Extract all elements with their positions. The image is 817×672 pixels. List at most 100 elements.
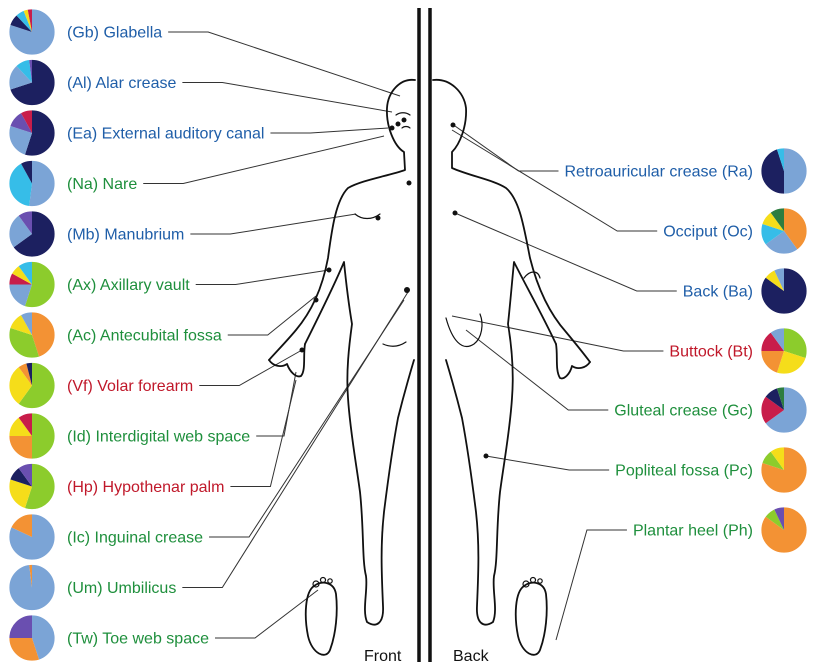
pie-right-5-rim [760,446,808,494]
marker-volar [299,347,305,353]
pie-left-12-slice-0 [32,615,56,660]
marker-popliteal [483,453,489,459]
back-foot [514,576,548,656]
pie-left-1-slice-1 [8,65,32,90]
leader-left-6 [227,295,317,336]
site-label-right-6: Plantar heel (Ph) [633,523,753,540]
pie-left-10 [8,513,56,561]
marker-manubrium [406,180,412,186]
pie-left-11-slice-0 [8,564,55,611]
pie-left-1-slice-3 [29,59,32,83]
pie-right-3-slice-2 [761,351,784,373]
pie-left-4 [8,210,56,258]
marker-back [452,210,458,216]
pie-right-4-rim [760,386,808,434]
site-label-left-6: (Ac) Antecubital fossa [67,328,222,345]
site-label-right-4: Gluteal crease (Gc) [614,403,753,420]
front-outline-lower [304,261,415,626]
marker-antecubital [313,297,319,303]
pie-right-0-slice-1 [761,149,784,194]
pie-right-0-slice-2 [776,148,784,171]
pie-left-4-rim [8,210,56,258]
front-brow-line [395,112,411,116]
leader-right-0 [454,125,559,172]
pie-right-0-slice-0 [784,148,807,194]
pie-right-5-slice-1 [762,451,784,470]
pie-right-1 [760,207,808,255]
leader-right-1 [451,129,658,232]
pie-right-6-slice-2 [774,507,784,530]
leader-left-1 [182,82,393,113]
pie-left-3-rim [8,160,56,207]
leader-left-12 [215,589,319,639]
pie-left-0-slice-2 [16,10,32,32]
leader-left-0 [168,31,401,97]
pie-right-3-rim [760,327,808,375]
pie-left-0-slice-1 [10,15,32,32]
pie-left-1-rim [8,59,56,106]
site-label-left-12: (Tw) Toe web space [67,631,209,648]
front-foot [304,576,338,656]
site-label-left-7: (Vf) Volar forearm [67,378,193,395]
pie-left-10-slice-0 [9,514,56,560]
pie-right-4-slice-3 [776,387,784,410]
pie-left-2-rim [8,109,56,157]
pie-left-12-rim [8,614,56,662]
pie-left-4-slice-0 [13,211,55,257]
front-hand [268,343,306,378]
front-figure [268,79,416,626]
pie-left-0-rim [8,8,56,56]
pie-left-7-slice-2 [18,363,32,386]
pie-left-6-slice-3 [20,312,32,335]
leader-left-7 [199,349,303,386]
back-view-label: Back [453,648,490,665]
pie-right-6-slice-0 [761,507,808,553]
pie-left-5-slice-0 [24,261,56,308]
front-foot-outline [304,581,338,656]
pie-right-6-rim [760,506,808,554]
marker-glabella [401,117,407,123]
pie-right-4-slice-2 [765,388,784,410]
pie-left-8 [8,412,56,460]
pie-right-1-slice-4 [770,208,784,231]
back-hand [555,343,591,380]
pie-column-left [8,8,56,662]
leader-lines [143,31,677,641]
pie-left-11-slice-1 [29,564,32,588]
leader-left-11 [182,291,409,588]
pie-left-7-slice-0 [18,362,55,409]
pie-left-7 [8,362,56,409]
pie-left-10-rim [8,513,56,561]
pie-left-1 [8,59,56,106]
pie-left-2 [8,109,56,157]
leader-left-5 [195,269,330,285]
pie-left-5 [8,261,56,308]
marker-umbilicus [404,287,410,293]
leader-right-5 [485,455,610,471]
marker-ear [389,125,395,131]
back-buttock-line [445,313,483,348]
pie-right-0 [760,147,808,195]
pie-right-3-slice-0 [784,328,807,359]
pie-left-9-slice-0 [24,463,55,510]
site-label-right-5: Popliteal fossa (Pc) [615,463,753,480]
site-label-left-9: (Hp) Hypothenar palm [67,479,224,496]
site-label-left-1: (Al) Alar crease [67,75,176,92]
pie-right-3 [760,327,808,375]
back-toe-2 [529,576,537,584]
pie-left-8-slice-1 [9,436,32,459]
pie-left-7-slice-1 [8,366,33,405]
front-toe-2 [319,576,327,584]
pie-right-6-slice-1 [765,509,784,530]
site-label-left-5: (Ax) Axillary vault [67,277,190,294]
pie-left-11-rim [8,564,56,611]
site-label-right-1: Occiput (Oc) [663,224,753,241]
pie-left-1-slice-0 [10,59,55,106]
front-toe-3 [327,578,333,584]
pie-right-2-slice-2 [774,268,784,291]
pie-left-6-slice-2 [10,314,32,335]
pie-left-8-slice-0 [32,413,55,459]
pie-right-3-slice-3 [761,332,784,351]
pie-right-4-slice-1 [761,396,784,424]
